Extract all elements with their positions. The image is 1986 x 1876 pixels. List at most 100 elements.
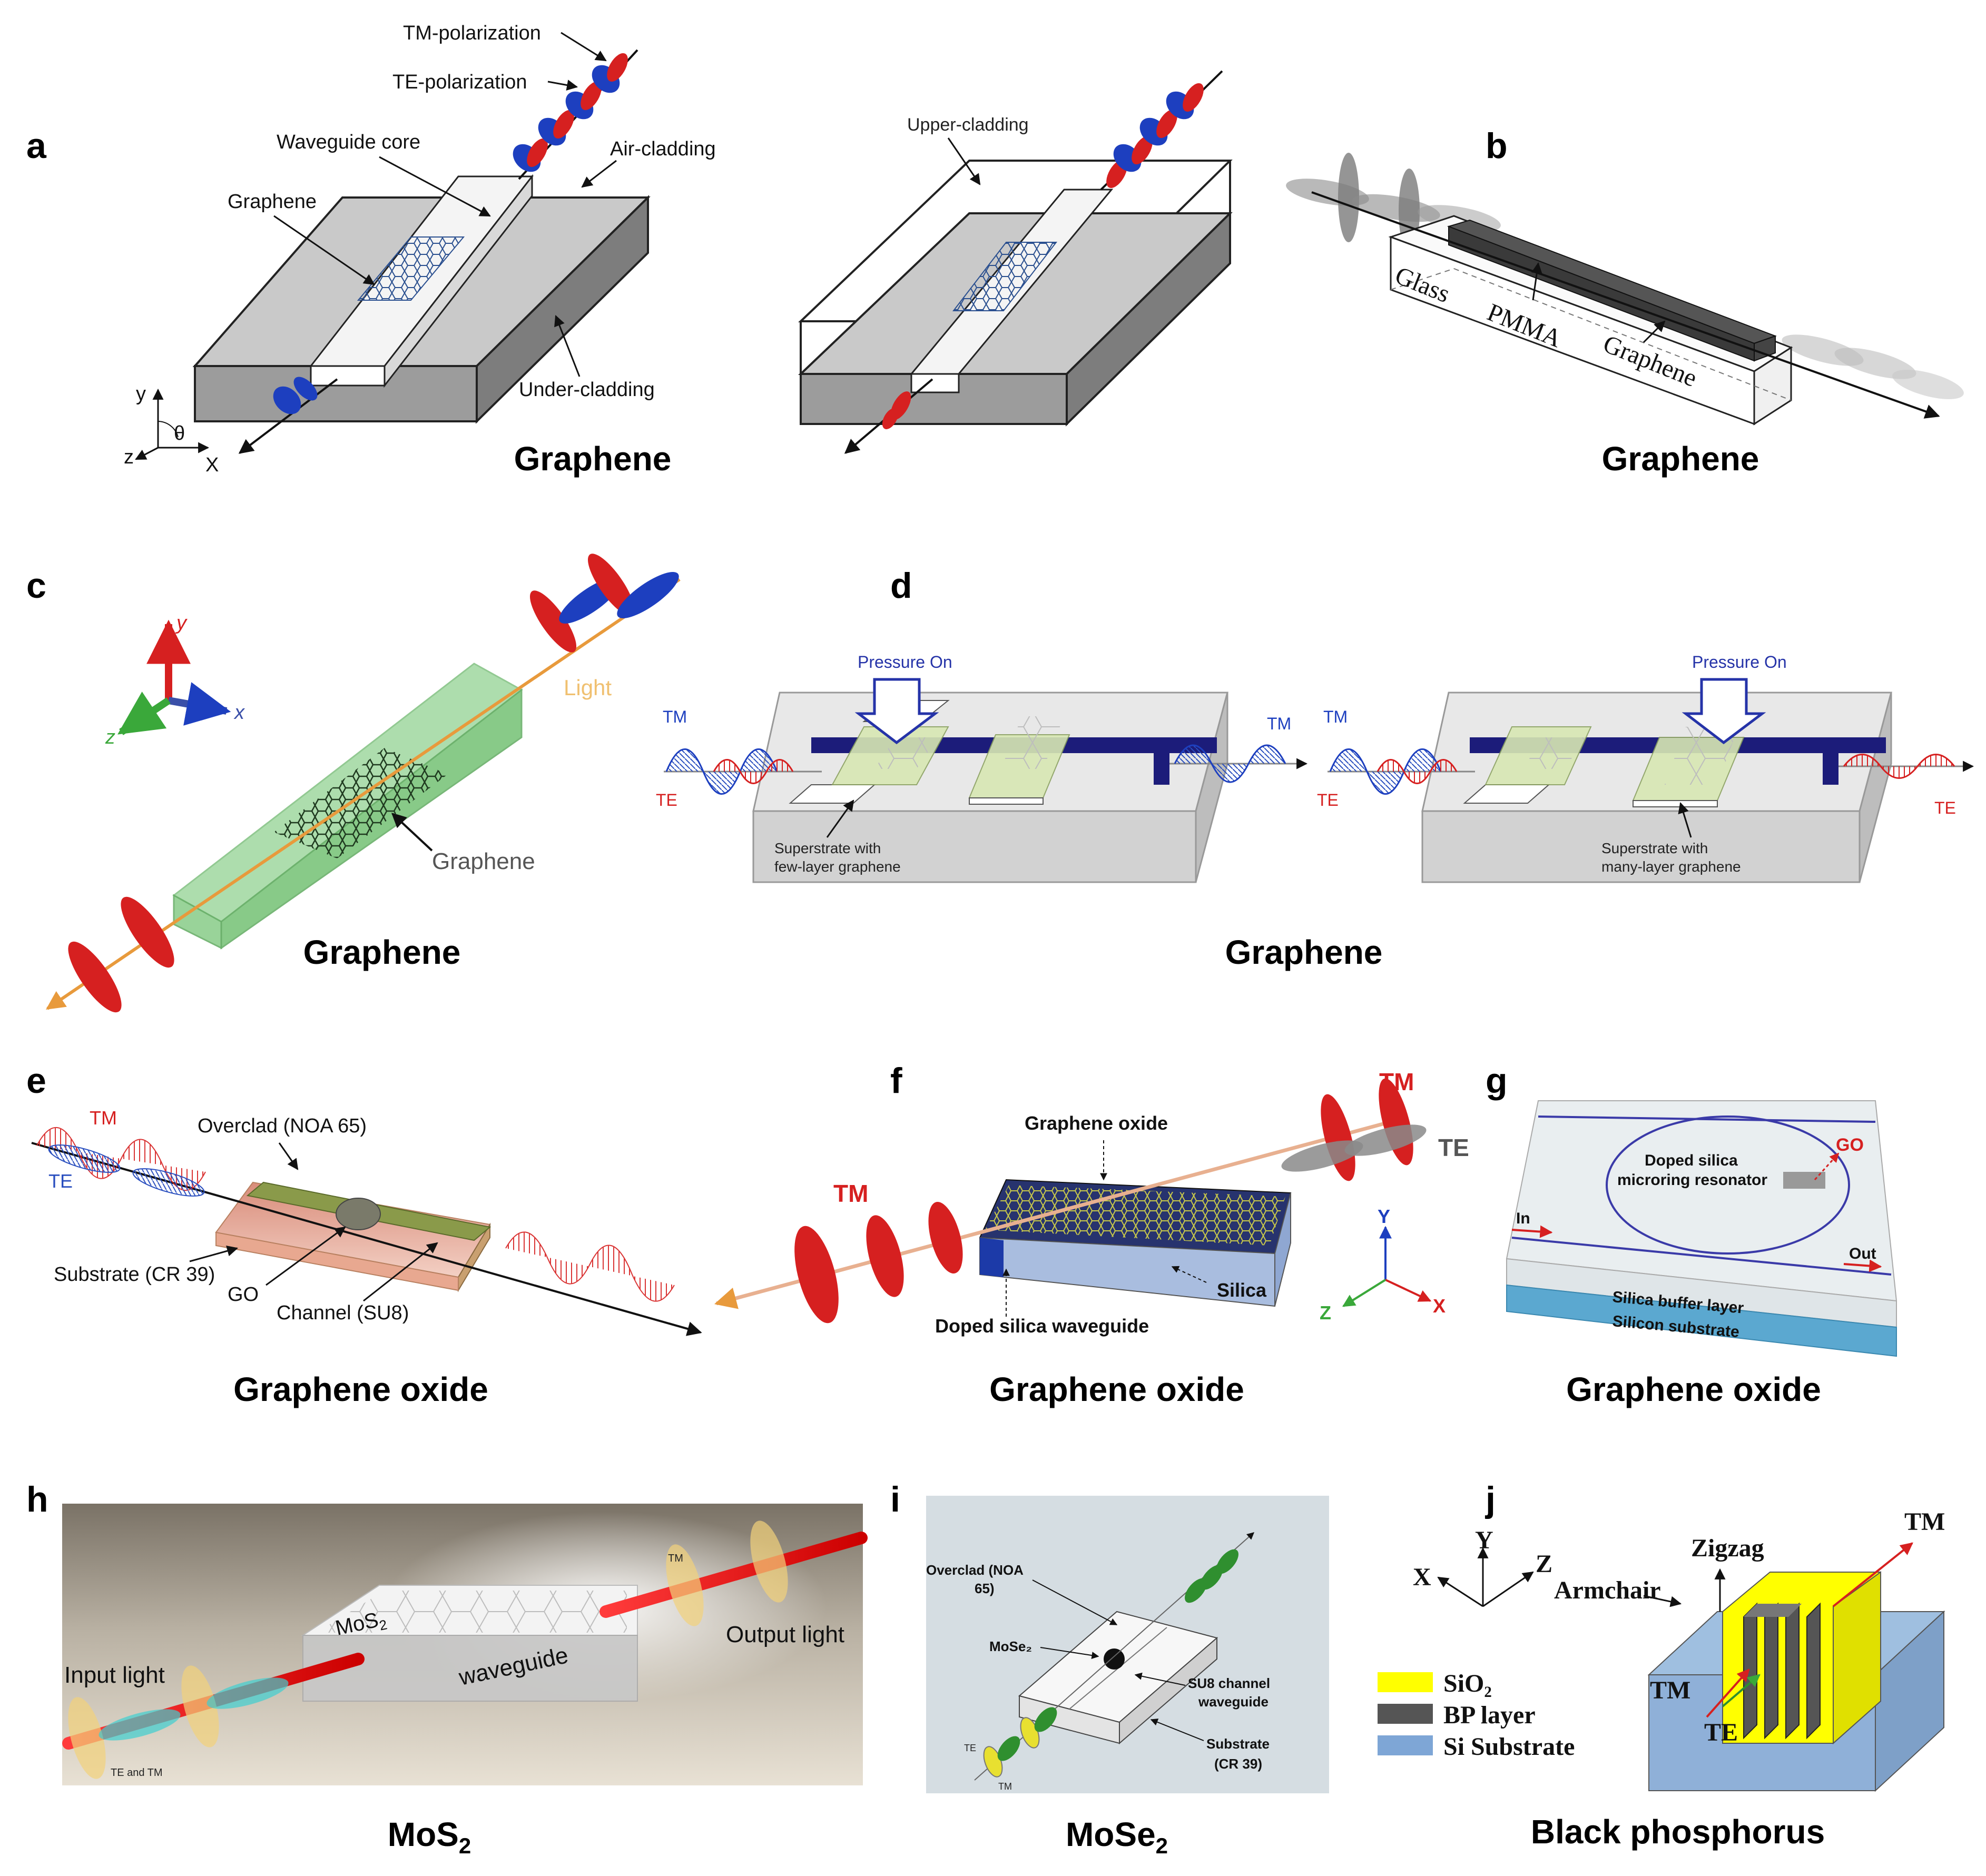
- axis-x-label: X: [1413, 1563, 1431, 1591]
- graphene-sheet: [952, 242, 1058, 311]
- axis-x-label: x: [233, 702, 245, 724]
- label-go-g: GO: [1836, 1135, 1864, 1155]
- legend-label-sio2: SiO₂: [1443, 1670, 1492, 1697]
- label-waveguide-core: Waveguide core: [277, 131, 420, 153]
- graphene-sheet: [274, 748, 448, 858]
- panel-letter-i: i: [890, 1479, 900, 1519]
- label-under-cladding: Under-cladding: [519, 379, 655, 401]
- label-pressure-on-1: Pressure On: [858, 653, 952, 672]
- label-mose2-i: MoSe₂: [989, 1638, 1032, 1654]
- label-graphene-c: Graphene: [432, 848, 535, 874]
- caption-e: Graphene oxide: [233, 1370, 488, 1408]
- label-graphene-oxide-f: Graphene oxide: [1025, 1112, 1168, 1134]
- axis-y-label: Y: [1378, 1206, 1390, 1227]
- label-te-and-tm: TE and TM: [111, 1767, 163, 1779]
- panel-a-upper-clad-device: Upper-cladding: [798, 70, 1233, 454]
- panel-d-right-device: Pressure On TM TE TE Superstrate with ma…: [1317, 653, 1974, 883]
- panel-f: TM TM TE Graphene oxide Silica Doped sil…: [714, 1068, 1469, 1408]
- panel-d-left-device: Pressure On TM TE TM Superstrate with fe…: [656, 653, 1308, 883]
- panel-i: Overclad (NOA 65) MoSe₂ SU8 channel wave…: [926, 1496, 1329, 1858]
- panel-c: y x z Light Graphene Graphene: [46, 554, 681, 1013]
- label-tm-d1: TM: [663, 707, 687, 726]
- label-pressure-on-2: Pressure On: [1692, 653, 1787, 672]
- caption-g: Graphene oxide: [1566, 1370, 1821, 1408]
- label-te-d4: TE: [1934, 798, 1956, 817]
- label-tm-f: TM: [833, 1180, 868, 1207]
- panel-e: TM TE Overclad (NOA 65) Substrate (CR 39…: [31, 1107, 702, 1408]
- label-te-e: TE: [48, 1170, 73, 1192]
- label-channel-e: Channel (SU8): [277, 1302, 409, 1324]
- go-flake: [336, 1198, 381, 1230]
- panel-letter-f: f: [890, 1061, 902, 1101]
- legend-swatch-si: [1378, 1735, 1433, 1755]
- label-te-d3: TE: [1317, 791, 1339, 809]
- label-substrate-e: Substrate (CR 39): [54, 1263, 215, 1286]
- panel-a-air-clad-device: TM-polarization TE-polarization Waveguid…: [124, 22, 716, 476]
- label-many-layer-2: many-layer graphene: [1601, 858, 1741, 875]
- axis-y-label: Y: [1475, 1526, 1493, 1554]
- axis-z-label: Z: [1536, 1550, 1552, 1578]
- panel-b: Glass PMMA Graphene Graphene: [1286, 153, 1964, 478]
- caption-b: Graphene: [1602, 440, 1759, 478]
- caption-c: Graphene: [303, 933, 461, 971]
- label-resonator-1: Doped silica: [1645, 1152, 1738, 1169]
- label-output-light: Output light: [726, 1622, 844, 1647]
- label-light: Light: [564, 675, 612, 700]
- label-tm-polarization: TM-polarization: [403, 22, 541, 44]
- label-out-g: Out: [1849, 1245, 1876, 1262]
- label-te-polarization: TE-polarization: [392, 71, 527, 93]
- label-tm-d3: TM: [1323, 707, 1348, 726]
- axes-icon: Y X Z: [1320, 1206, 1446, 1324]
- axis-z-label: Z: [1320, 1302, 1331, 1324]
- label-go-e: GO: [228, 1283, 259, 1306]
- axis-x-label: X: [1433, 1295, 1446, 1317]
- label-te-d1: TE: [656, 791, 677, 809]
- axis-x-label: X: [205, 454, 219, 476]
- label-te-j: TE: [1704, 1719, 1738, 1746]
- axis-y-label: y: [175, 612, 188, 634]
- panel-letters: a b c d e f g h i j: [26, 126, 1508, 1519]
- label-overclad-e: Overclad (NOA 65): [198, 1115, 367, 1137]
- axis-y-label: y: [136, 383, 146, 405]
- legend-swatch-sio2: [1378, 1672, 1433, 1692]
- label-air-cladding: Air-cladding: [610, 138, 716, 160]
- axis-z-label: z: [124, 446, 134, 468]
- legend: SiO₂ BP layer Si Substrate: [1378, 1670, 1575, 1761]
- axes-icon: y z X θ: [124, 383, 219, 476]
- label-input-light: Input light: [64, 1662, 165, 1688]
- label-te-i: TE: [964, 1743, 976, 1753]
- mose2-flake: [1104, 1648, 1125, 1670]
- panel-h: MoS2 waveguide Input light Output light …: [62, 1504, 868, 1858]
- label-graphene-a: Graphene: [228, 191, 317, 213]
- label-silica-f: Silica: [1217, 1279, 1267, 1301]
- legend-label-bp: BP layer: [1443, 1701, 1536, 1729]
- label-tm-e: TM: [90, 1107, 117, 1129]
- label-few-layer-2: few-layer graphene: [774, 858, 901, 875]
- caption-i: MoSe2: [1066, 1815, 1168, 1858]
- label-tm-d2: TM: [1267, 714, 1291, 733]
- caption-a: Graphene: [514, 440, 672, 478]
- label-te-f: TE: [1438, 1134, 1469, 1161]
- label-tm-h: TM: [668, 1553, 683, 1564]
- caption-f: Graphene oxide: [989, 1370, 1244, 1408]
- panel-letter-b: b: [1486, 126, 1508, 166]
- panel-j: Y X Z SiO₂ BP layer Si Substrate Zigzag …: [1378, 1508, 1945, 1851]
- caption-j: Black phosphorus: [1531, 1813, 1825, 1851]
- label-su8-i-1: SU8 channel: [1188, 1675, 1270, 1691]
- label-tm-f2: TM: [1379, 1068, 1414, 1095]
- label-zigzag: Zigzag: [1691, 1534, 1764, 1562]
- panel-letter-c: c: [26, 566, 46, 606]
- panel-letter-g: g: [1486, 1061, 1508, 1101]
- label-overclad-i-1: Overclad (NOA: [926, 1562, 1024, 1578]
- graphene-sheet: [357, 236, 465, 301]
- label-overclad-i-2: 65): [975, 1581, 995, 1596]
- panel-letter-h: h: [26, 1479, 48, 1519]
- label-doped-waveguide-f: Doped silica waveguide: [935, 1315, 1149, 1337]
- panel-a: TM-polarization TE-polarization Waveguid…: [124, 22, 1233, 478]
- axes-icon: y x z: [105, 612, 245, 748]
- label-tm-i: TM: [998, 1781, 1012, 1792]
- legend-label-si: Si Substrate: [1443, 1733, 1575, 1761]
- axis-theta-label: θ: [174, 422, 185, 445]
- panel-letter-j: j: [1484, 1479, 1496, 1519]
